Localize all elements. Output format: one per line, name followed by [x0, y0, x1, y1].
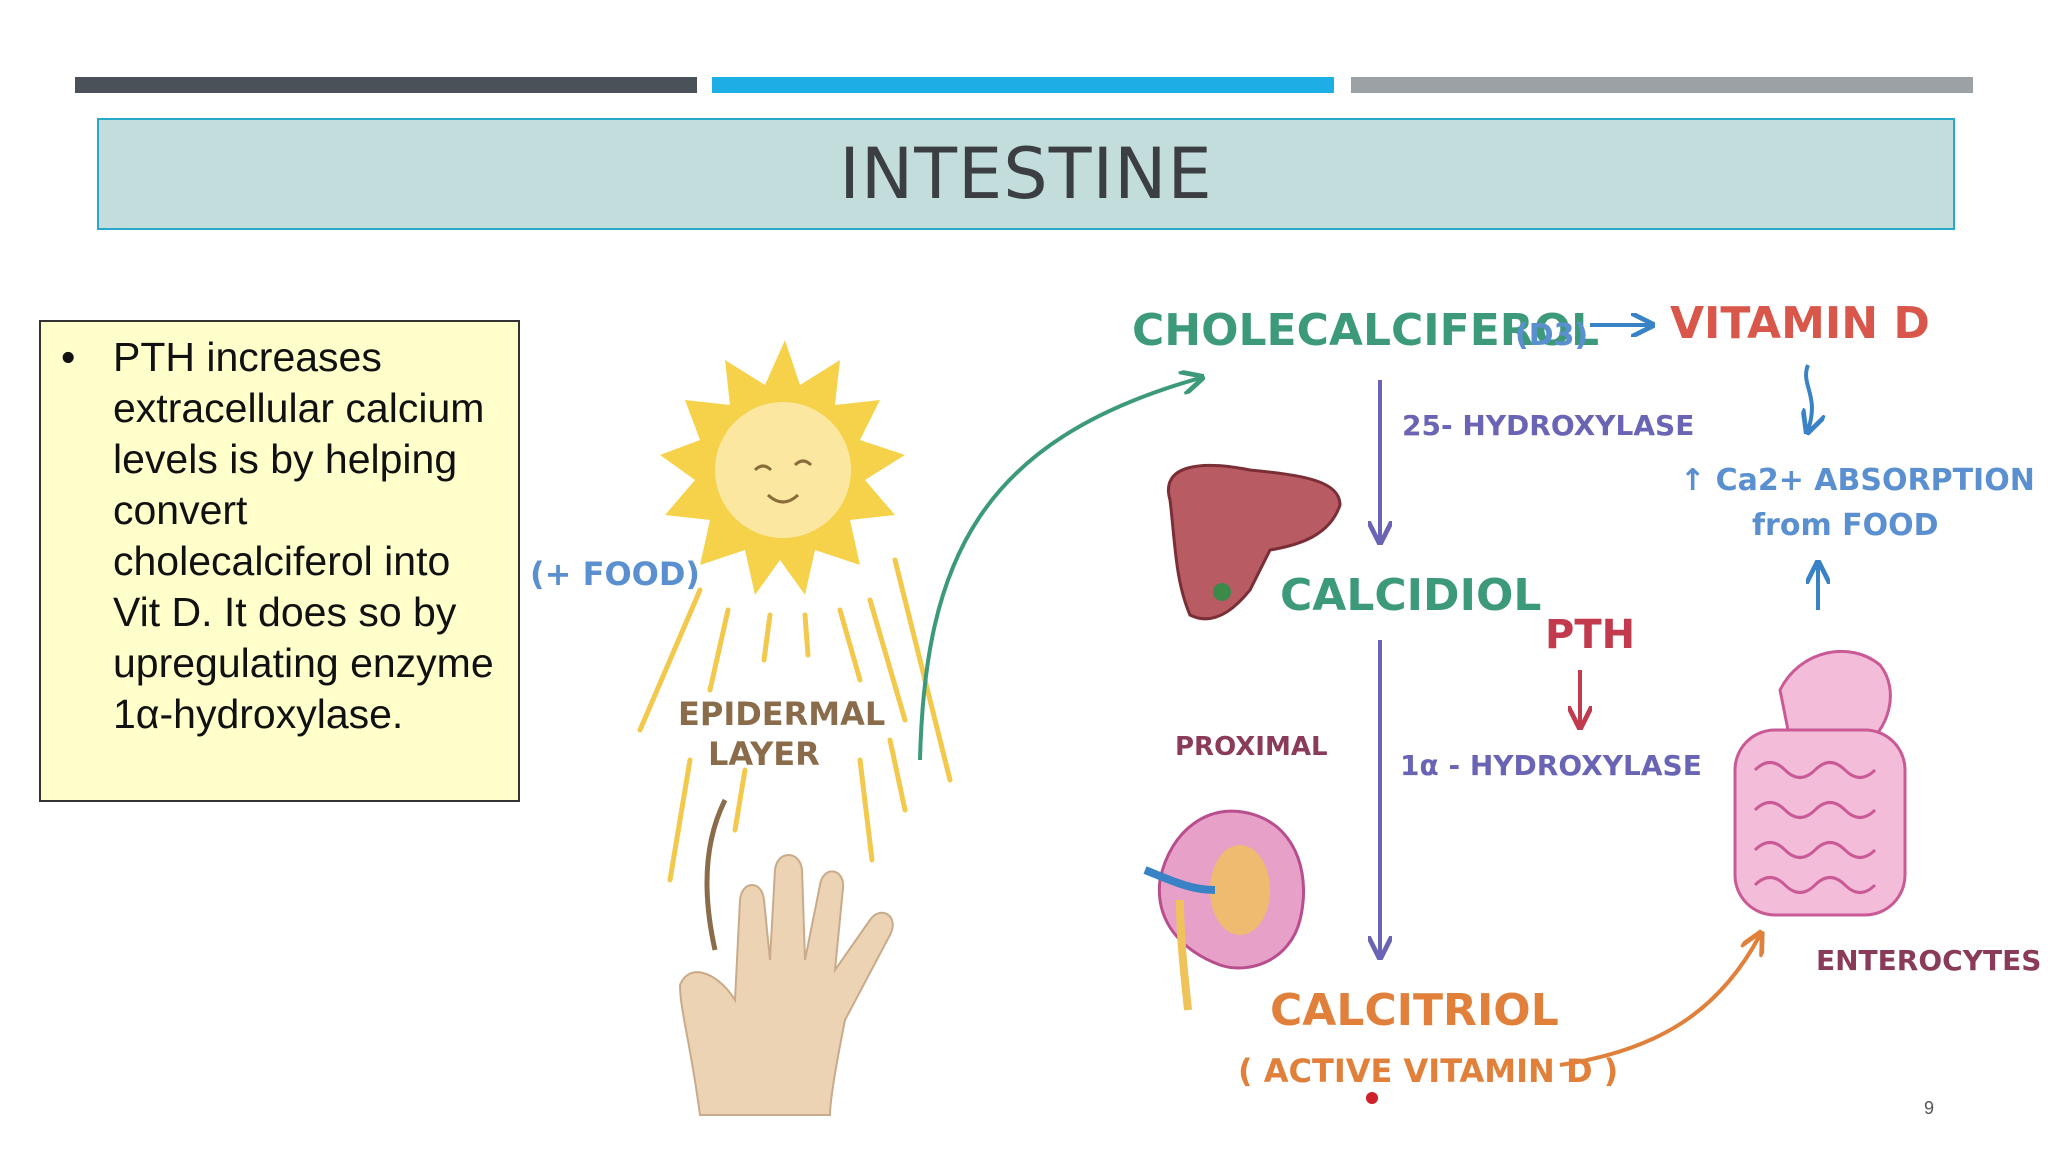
liver-icon: [1167, 464, 1342, 621]
hydroxylase-1a-label: 1α - HYDROXYLASE: [1400, 749, 1702, 782]
calcidiol-label: CALCIDIOL: [1280, 570, 1541, 621]
layer-label: LAYER: [708, 735, 820, 773]
hydroxylase-25-label: 25- HYDROXYLASE: [1402, 409, 1694, 442]
cholecalciferol-label: CHOLECALCIFEROL: [1132, 305, 1599, 356]
sun-icon: [660, 340, 905, 595]
d3-label: (D3): [1515, 318, 1588, 353]
proximal-label: PROXIMAL: [1175, 732, 1328, 762]
slide-title: INTESTINE: [839, 133, 1213, 215]
epidermal-label: EPIDERMAL: [678, 695, 885, 733]
bullet-marker: •: [61, 334, 76, 380]
page-number: 9: [1923, 1098, 1934, 1118]
arrow-vitamin-d-down: [1806, 364, 1812, 430]
note-box: • PTH increases extracellular calcium le…: [39, 320, 520, 802]
kidney-icon: [1143, 809, 1306, 1011]
note-list: • PTH increases extracellular calcium le…: [55, 332, 504, 740]
enterocytes-label: ENTEROCYTES: [1816, 944, 2041, 977]
title-banner: INTESTINE: [97, 118, 1955, 230]
vitamin-d-label: VITAMIN D: [1670, 298, 1930, 349]
absorption-label-1: ↑ Ca2+ ABSORPTION: [1680, 463, 2035, 498]
note-item: • PTH increases extracellular calcium le…: [55, 332, 504, 740]
hand-icon: [678, 798, 894, 1116]
pth-label: PTH: [1545, 612, 1635, 658]
food-label: (+ FOOD): [530, 555, 700, 593]
active-vitamin-d-label: ( ACTIVE VITAMIN D ): [1238, 1052, 1618, 1090]
accent-bar-grey: [1351, 77, 1973, 93]
absorption-label-2: from FOOD: [1752, 508, 1939, 543]
arrow-skin-to-cholecalciferol: [918, 378, 1200, 761]
intestine-icon: [1733, 649, 1907, 917]
accent-bar-dark: [75, 77, 697, 93]
note-text: PTH increases extracellular calcium leve…: [113, 334, 494, 737]
arrow-calcitriol-to-intestine: [1559, 935, 1760, 1067]
accent-bar-blue: [712, 77, 1334, 93]
calcitriol-label: CALCITRIOL: [1270, 985, 1559, 1036]
sun-rays: [637, 557, 953, 883]
red-dot: [1366, 1092, 1378, 1104]
